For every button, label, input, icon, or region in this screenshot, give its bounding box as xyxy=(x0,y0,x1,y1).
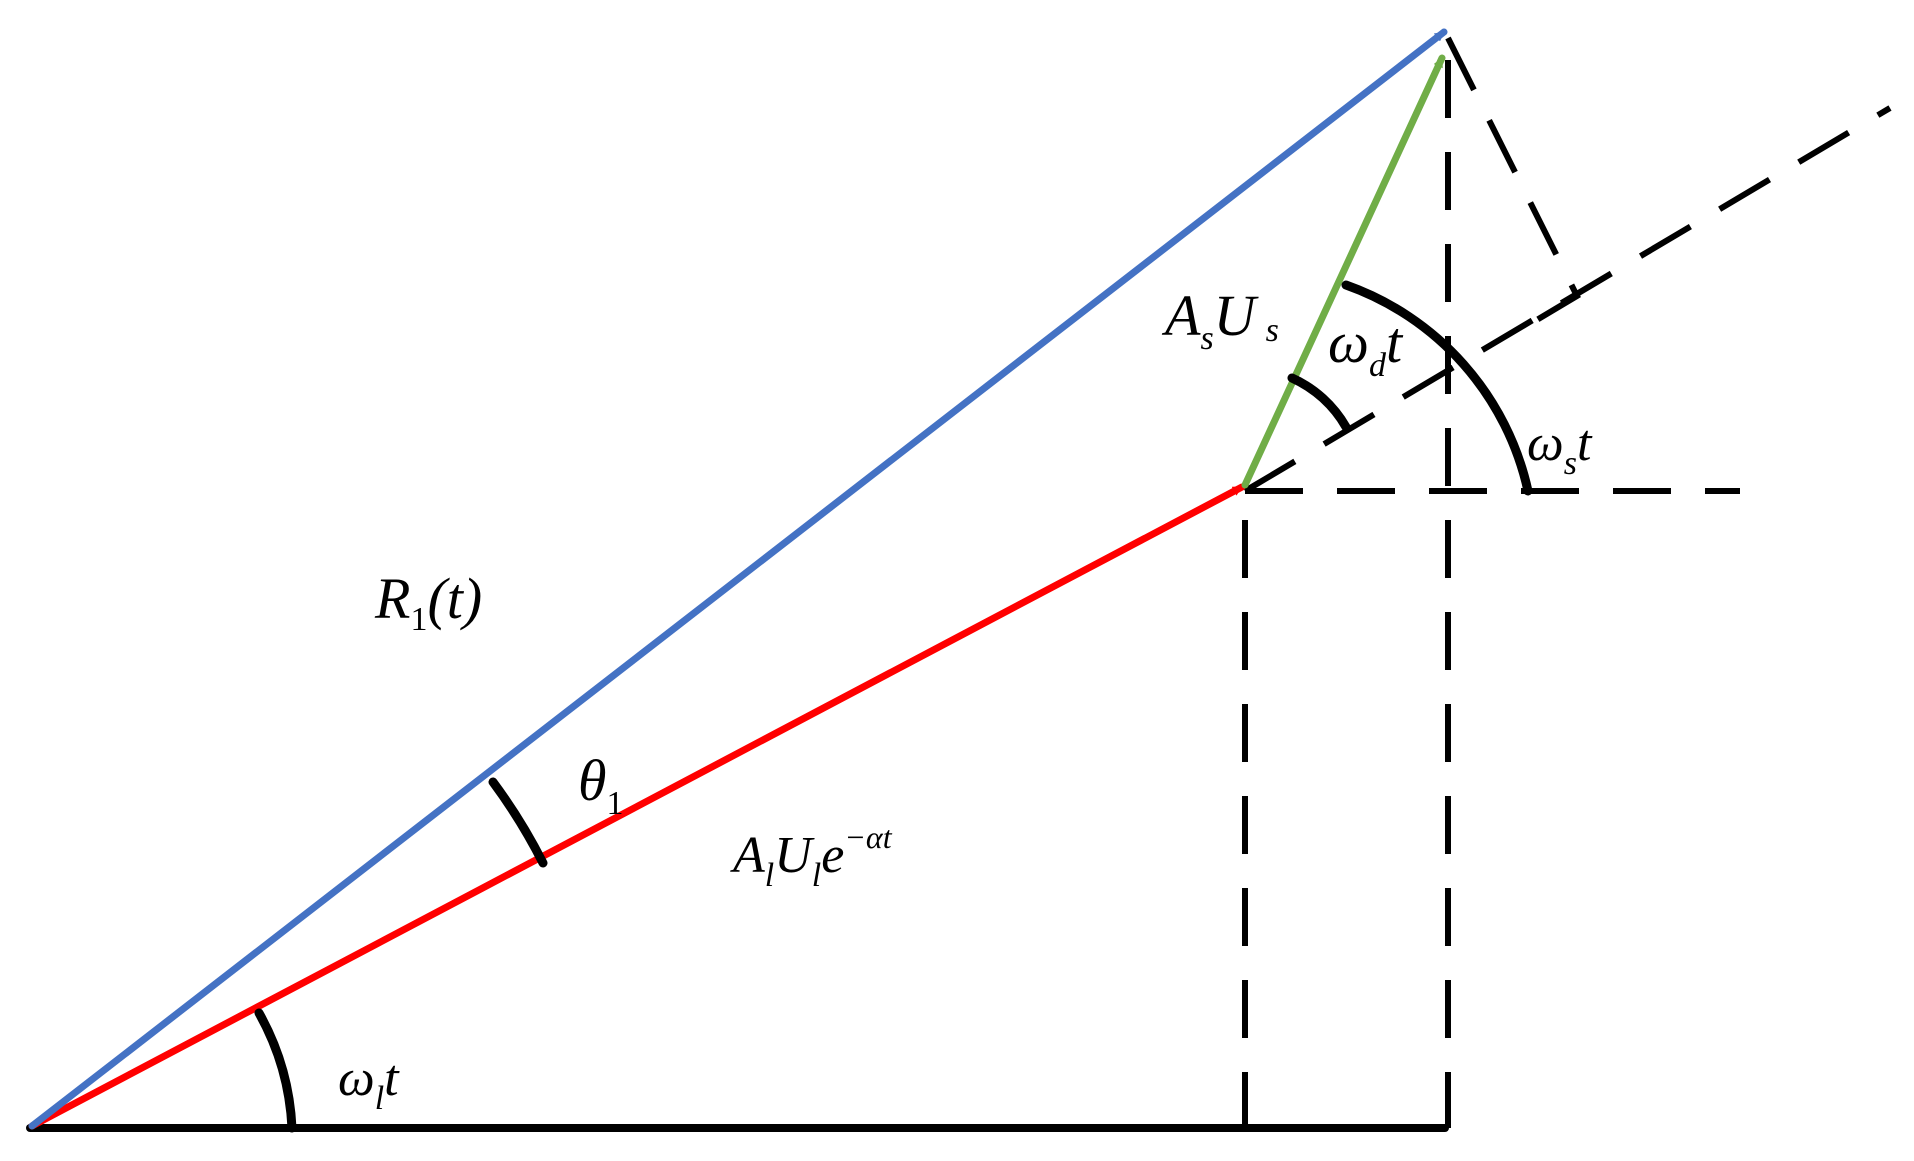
omega-d-label: ωdt xyxy=(1328,310,1404,384)
construction-lines xyxy=(1242,36,1892,1128)
short-vector xyxy=(1241,54,1446,489)
long-vector xyxy=(28,483,1246,1130)
dashed-perpendicular xyxy=(1445,36,1581,333)
omega-s-arc xyxy=(1341,280,1533,496)
omega-s-label: ωst xyxy=(1527,415,1593,482)
long-vector-label: AlUle−αt xyxy=(730,819,893,894)
resultant-label: R1(t) xyxy=(374,566,482,638)
theta-label: θ1 xyxy=(578,748,624,822)
angle-arcs xyxy=(254,280,1533,1133)
omega-l-arc xyxy=(254,1008,297,1133)
omega-l-label: ωlt xyxy=(338,1050,400,1117)
omega-d-arc xyxy=(1287,373,1351,432)
theta-arc xyxy=(488,777,548,868)
resultant-vector xyxy=(28,28,1448,1130)
